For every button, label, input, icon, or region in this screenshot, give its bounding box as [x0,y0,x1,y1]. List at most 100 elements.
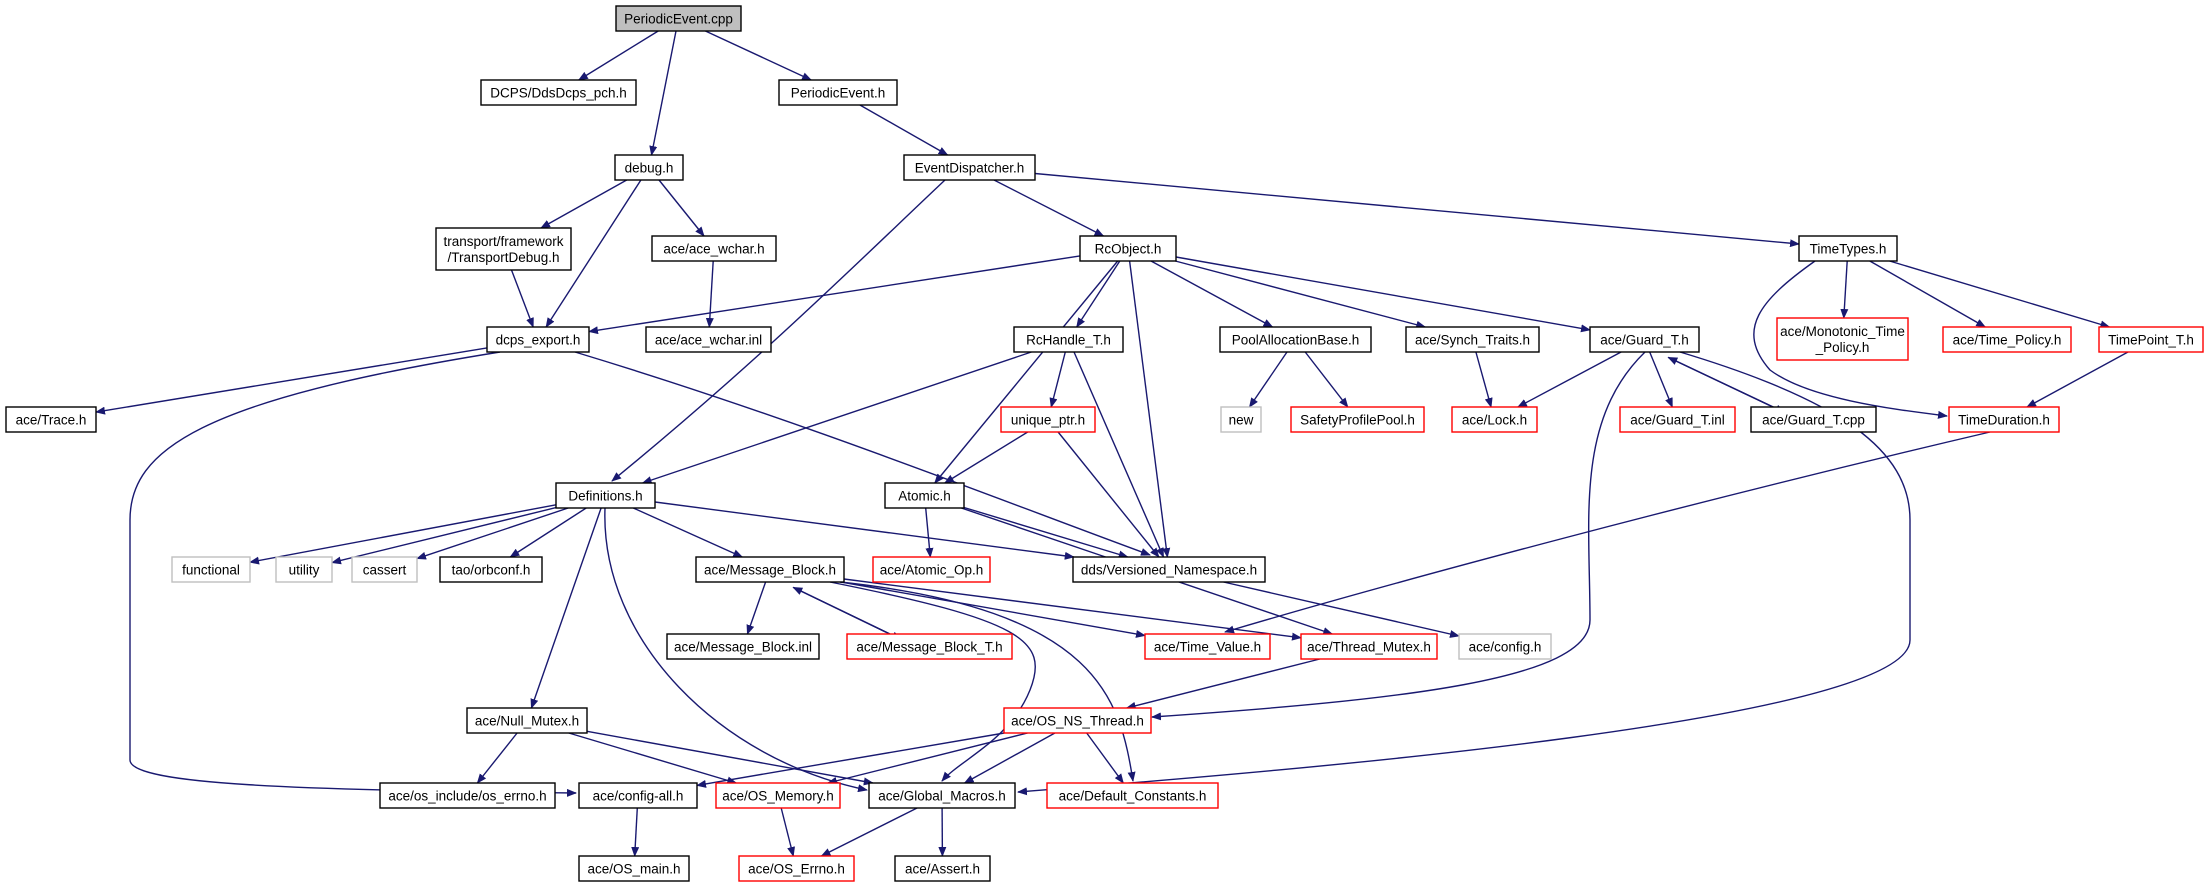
node-message_block_inl[interactable]: ace/Message_Block.inl [666,633,820,660]
node-label: transport/framework [443,234,563,249]
node-label: EventDispatcher.h [915,161,1025,176]
node-ace_assert_h[interactable]: ace/Assert.h [894,855,991,882]
node-label: utility [289,563,320,578]
node-message_block_h[interactable]: ace/Message_Block.h [695,556,845,583]
node-box [1290,406,1425,433]
node-box [351,556,418,583]
node-box [846,633,1013,660]
node-eventdispatcher_h[interactable]: EventDispatcher.h [903,154,1036,181]
node-synch_traits_h[interactable]: ace/Synch_Traits.h [1405,326,1540,353]
node-label: PeriodicEvent.h [791,86,886,101]
node-null_mutex_h[interactable]: ace/Null_Mutex.h [466,707,588,734]
node-box [1458,633,1552,660]
node-box [5,406,97,433]
edge-message_block_h-to-default_constants_h [839,581,1136,782]
node-poolallocationbase_h[interactable]: PoolAllocationBase.h [1219,326,1372,353]
node-global_macros_h[interactable]: ace/Global_Macros.h [868,782,1016,809]
node-label: DCPS/DdsDcps_pch.h [490,86,627,101]
node-monotonic_time_policy_h[interactable]: ace/Monotonic_Time_Policy.h [1776,317,1909,361]
node-ddsdcps_pch_h[interactable]: DCPS/DdsDcps_pch.h [480,79,637,106]
node-atomic_op_h[interactable]: ace/Atomic_Op.h [872,556,991,583]
node-label: ace/Monotonic_Time [1780,324,1905,339]
edge-timeduration_h-to-time_value_h [1224,431,1991,634]
node-box [715,782,841,809]
node-ace_lock_h[interactable]: ace/Lock.h [1451,406,1538,433]
node-label: ace/Atomic_Op.h [880,563,984,578]
node-box [1219,326,1372,353]
node-new: new [1220,406,1262,433]
node-timepoint_t_h[interactable]: TimePoint_T.h [2098,326,2204,353]
node-guard_t_cpp[interactable]: ace/Guard_T.cpp [1750,406,1877,433]
node-periodicevent_cpp[interactable]: PeriodicEvent.cpp [615,5,742,32]
node-rcobject_h[interactable]: RcObject.h [1079,235,1177,262]
edge-eventdispatcher_h-to-timetypes_h [1034,172,1800,248]
node-guard_t_inl[interactable]: ace/Guard_T.inl [1619,406,1736,433]
node-rchandle_t_h[interactable]: RcHandle_T.h [1013,326,1124,353]
node-box [614,154,684,181]
node-label: PeriodicEvent.cpp [624,12,733,27]
node-label: ace/Lock.h [1462,413,1527,428]
edge-rchandle_t_h-to-definitions_h [641,351,1032,484]
edge-dcps_export_h-to-config_all_h [129,351,577,797]
edge-os_memory_h-to-ace_os_errno_h [780,807,795,857]
node-tao_orbconf_h[interactable]: tao/orbconf.h [439,556,543,583]
node-guard_t_h[interactable]: ace/Guard_T.h [1589,326,1700,353]
edge-definitions_h-to-cassert [416,507,569,560]
node-unique_ptr_h[interactable]: unique_ptr.h [1000,406,1096,433]
node-os_memory_h[interactable]: ace/OS_Memory.h [715,782,841,809]
edge-os_ns_thread_h-to-global_macros_h [963,732,1056,784]
edge-null_mutex_h-to-global_macros_h [586,730,874,786]
node-box [868,782,1016,809]
node-box [439,556,543,583]
node-timetypes_h[interactable]: TimeTypes.h [1798,235,1898,262]
edge-rcobject_h-to-atomic_h [934,260,1119,484]
node-box [666,633,820,660]
node-box [480,79,637,106]
node-box [1619,406,1736,433]
node-label: new [1229,413,1254,428]
node-dcps_export_h[interactable]: dcps_export.h [486,326,590,353]
node-config_all_h[interactable]: ace/config-all.h [578,782,698,809]
node-box [1451,406,1538,433]
edge-periodicevent_h-to-eventdispatcher_h [859,104,949,156]
node-safetyprofilepool_h[interactable]: SafetyProfilePool.h [1290,406,1425,433]
edge-dcps_export_h-to-ace_trace_h [95,347,488,415]
node-ace_os_errno_h[interactable]: ace/OS_Errno.h [738,855,855,882]
node-time_policy_h[interactable]: ace/Time_Policy.h [1942,326,2072,353]
node-debug_h[interactable]: debug.h [614,154,684,181]
node-label: Atomic.h [898,489,951,504]
node-box [894,855,991,882]
node-label: ace/config-all.h [593,789,684,804]
node-ace_trace_h[interactable]: ace/Trace.h [5,406,97,433]
node-transportdebug_h[interactable]: transport/framework/TransportDebug.h [435,227,572,271]
node-box [1144,633,1271,660]
node-atomic_h[interactable]: Atomic.h [884,482,965,509]
edge-os_ns_thread_h-to-default_constants_h [1086,732,1124,784]
node-versioned_namespace_h[interactable]: dds/Versioned_Namespace.h [1072,556,1266,583]
node-label: ace/ace_wchar.inl [655,333,762,348]
node-time_value_h[interactable]: ace/Time_Value.h [1144,633,1271,660]
node-definitions_h[interactable]: Definitions.h [555,482,656,509]
node-box [1072,556,1266,583]
node-ace_wchar_inl[interactable]: ace/ace_wchar.inl [645,326,772,353]
edge-rcobject_h-to-poolallocationbase_h [1150,260,1274,328]
node-os_ns_thread_h[interactable]: ace/OS_NS_Thread.h [1003,707,1152,734]
node-ace_wchar_h[interactable]: ace/ace_wchar.h [651,235,777,262]
node-timeduration_h[interactable]: TimeDuration.h [1948,406,2060,433]
node-message_block_t_h[interactable]: ace/Message_Block_T.h [846,633,1013,660]
edge-rchandle_t_h-to-versioned_namespace_h [1073,351,1165,558]
node-box [884,482,965,509]
node-default_constants_h[interactable]: ace/Default_Constants.h [1046,782,1219,809]
node-thread_mutex_h[interactable]: ace/Thread_Mutex.h [1300,633,1438,660]
node-box [379,782,556,809]
edge-rcobject_h-to-versioned_namespace_h [1128,260,1171,558]
node-os_main_h[interactable]: ace/OS_main.h [578,855,690,882]
edge-rcobject_h-to-dcps_export_h [588,255,1081,335]
node-os_errno_h[interactable]: ace/os_include/os_errno.h [379,782,556,809]
node-label: ace/Default_Constants.h [1059,789,1207,804]
node-periodicevent_h[interactable]: PeriodicEvent.h [778,79,898,106]
node-label: ace/Guard_T.h [1600,333,1689,348]
node-utility: utility [275,556,333,583]
node-box [466,707,588,734]
edge-atomic_h-to-atomic_op_h [925,507,934,558]
